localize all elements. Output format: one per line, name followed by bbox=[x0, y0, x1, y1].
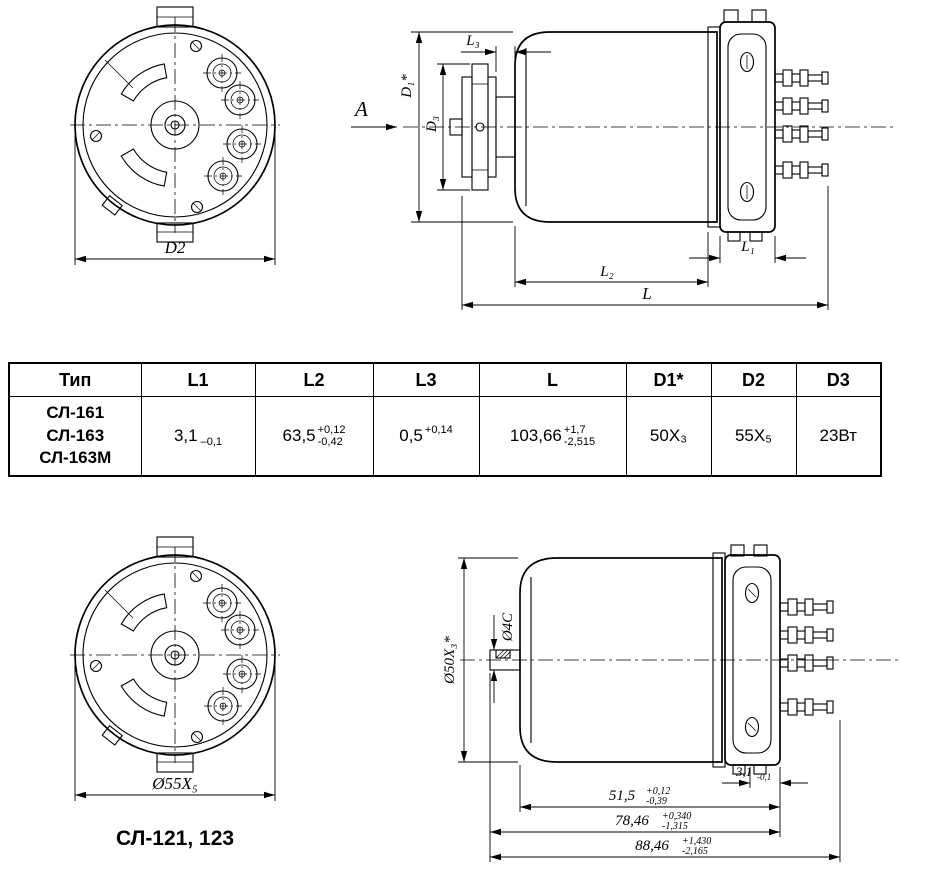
header-d1: D1* bbox=[625, 362, 712, 397]
value-l3: 0,5 bbox=[399, 426, 423, 445]
model-caption: СЛ-121, 123 bbox=[115, 827, 235, 850]
tolerance-lower: -2,515 bbox=[563, 436, 596, 448]
header-l1: L1 bbox=[140, 362, 256, 397]
value-d1: 50Х₃ bbox=[649, 426, 688, 445]
brush-cap bbox=[223, 125, 261, 163]
motor-face bbox=[70, 6, 280, 243]
value-l2: 63,5 bbox=[282, 426, 316, 445]
value-l1: 3,1 bbox=[173, 426, 198, 445]
tolerance-upper: +0,14 bbox=[424, 424, 453, 436]
view-a-label: А bbox=[353, 97, 368, 121]
dim-78-46-value: 78,46 bbox=[615, 813, 649, 829]
value-d3: 23Вт bbox=[819, 426, 857, 445]
dim-78-46-upper: +0,340 bbox=[662, 811, 691, 822]
type-name: СЛ-163М bbox=[39, 448, 112, 468]
brush-cap bbox=[204, 157, 242, 195]
brush-end-cap bbox=[724, 544, 781, 775]
type-name: СЛ-161 bbox=[46, 402, 105, 422]
dim-78-46-lower: -1,315 bbox=[662, 821, 688, 832]
side-view-bottom: Ø50Х₃* Ø4С 3,1 -0,1 51,5 +0,12 -0,39 bbox=[442, 544, 898, 862]
dim-3-1-value: 3,1 bbox=[735, 764, 752, 779]
dim-51-5-lower: -0,39 bbox=[646, 796, 667, 807]
dim-housing-label: Ø50Х₃* bbox=[442, 636, 458, 685]
brush-cap bbox=[203, 584, 241, 622]
dim-88-46-lower: -2,165 bbox=[682, 846, 708, 857]
screw bbox=[89, 129, 103, 143]
header-type: Тип bbox=[8, 362, 142, 397]
terminal-pins bbox=[779, 598, 834, 716]
brush-cap bbox=[223, 655, 261, 693]
screw bbox=[190, 200, 204, 214]
dim-diameter-label: Ø55Х₅ bbox=[151, 774, 198, 793]
dim-l2-label: L₂ bbox=[599, 264, 614, 280]
dimension-3-1: 3,1 -0,1 bbox=[722, 764, 808, 788]
dim-d3-label: D₃ bbox=[424, 116, 440, 133]
cell-l1: 3,1 –0,1 bbox=[140, 396, 256, 477]
view-arrow-a: А bbox=[351, 97, 397, 131]
screw bbox=[189, 39, 203, 53]
header-l3: L3 bbox=[372, 362, 480, 397]
value-d2: 55Х₅ bbox=[734, 426, 773, 445]
dim-d1-label: D₁* bbox=[399, 74, 415, 99]
screw bbox=[189, 569, 203, 583]
dim-3-1-lower: -0,1 bbox=[757, 772, 771, 782]
dim-l-label: L bbox=[641, 284, 651, 303]
dim-l3-label: L₃ bbox=[465, 33, 480, 49]
dim-88-46-upper: +1,430 bbox=[682, 836, 711, 847]
cell-d3: 23Вт bbox=[795, 396, 882, 477]
dimension-d2: D2 bbox=[74, 135, 276, 265]
brush-cap bbox=[204, 687, 242, 725]
dim-l1-label: L₁ bbox=[740, 239, 755, 255]
cell-l3: 0,5 +0,14 bbox=[372, 396, 480, 477]
dim-88-46-value: 88,46 bbox=[635, 838, 669, 854]
cell-d1: 50Х₃ bbox=[625, 396, 712, 477]
header-l: L bbox=[478, 362, 627, 397]
dimensions-table: Тип L1 L2 L3 L D1* D2 D3 СЛ-161 СЛ-163 С… bbox=[8, 362, 882, 477]
motor-face bbox=[70, 536, 280, 773]
dimension-housing-diameter: Ø50Х₃* bbox=[442, 557, 518, 763]
screw bbox=[190, 730, 204, 744]
tolerance-lower: –0,1 bbox=[200, 436, 223, 448]
side-view-top: А D₁* D₃ L₃ L₁ bbox=[351, 9, 893, 310]
dimension-diameter-55: Ø55Х₅ bbox=[74, 665, 276, 801]
tolerance-upper: +1,7 bbox=[563, 423, 586, 436]
type-name: СЛ-163 bbox=[46, 425, 105, 445]
terminal-pins bbox=[774, 69, 829, 179]
dim-d2-label: D2 bbox=[164, 238, 186, 257]
dimension-l: L bbox=[461, 186, 829, 310]
brush-cap bbox=[221, 611, 259, 649]
table-header-row: Тип L1 L2 L3 L D1* D2 D3 bbox=[8, 362, 882, 397]
dim-51-5-value: 51,5 bbox=[609, 788, 636, 804]
cell-l: 103,66 +1,7 -2,515 bbox=[478, 396, 627, 477]
front-view-bottom: Ø55Х₅ bbox=[70, 536, 280, 801]
header-l2: L2 bbox=[254, 362, 374, 397]
brush-cap bbox=[221, 81, 259, 119]
dimension-l2: L₂ bbox=[514, 226, 709, 287]
table-data-row: СЛ-161 СЛ-163 СЛ-163М 3,1 –0,1 63,5 +0,1… bbox=[8, 396, 882, 477]
dimension-51-5: 51,5 +0,12 -0,39 bbox=[519, 765, 781, 837]
front-view-top: D2 bbox=[70, 6, 280, 265]
cell-types: СЛ-161 СЛ-163 СЛ-163М bbox=[8, 396, 142, 477]
dimension-d3: D₃ bbox=[424, 63, 470, 191]
value-l: 103,66 bbox=[509, 426, 562, 445]
cell-d2: 55Х₅ bbox=[710, 396, 797, 477]
dim-51-5-upper: +0,12 bbox=[646, 786, 670, 797]
dimension-l1: L₁ bbox=[689, 236, 806, 263]
dimension-d1: D₁* bbox=[399, 31, 513, 223]
brush-end-cap bbox=[719, 9, 776, 242]
dimension-88-46: 88,46 +1,430 -2,165 bbox=[490, 720, 841, 862]
dimension-l3: L₃ bbox=[461, 33, 551, 72]
dimension-78-46: 78,46 +0,340 -1,315 bbox=[489, 673, 780, 862]
tolerance-upper: +0,12 bbox=[317, 423, 346, 436]
tolerance-lower: -0,42 bbox=[317, 436, 343, 448]
dimension-shaft-diameter: Ø4С bbox=[490, 612, 516, 703]
brush-cap bbox=[203, 54, 241, 92]
header-d2: D2 bbox=[710, 362, 797, 397]
screw bbox=[89, 659, 103, 673]
shaft-coupling bbox=[449, 63, 516, 191]
dim-shaft-label: Ø4С bbox=[500, 612, 516, 642]
cell-l2: 63,5 +0,12 -0,42 bbox=[254, 396, 374, 477]
header-d3: D3 bbox=[795, 362, 882, 397]
